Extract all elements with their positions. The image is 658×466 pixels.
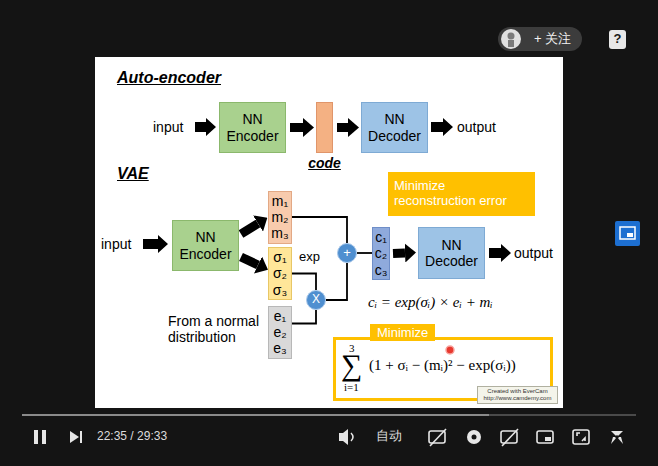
fullscreen-icon [611,431,623,444]
vector-entry: σ₃ [273,282,287,298]
box-label: NN Decoder [422,237,481,269]
signal-line [292,310,316,324]
block-arrow [241,224,258,235]
sum-lower-bound: i=1 [344,382,359,393]
encoder-box: NN Encoder [172,220,239,271]
block-arrow [393,249,405,259]
vector-entry: c₁ [375,229,387,245]
avatar-body [508,40,514,47]
sum-node: + [337,243,357,263]
operator-symbol: X [312,293,320,307]
side-button [615,221,640,246]
help-icon: ? [609,30,626,49]
watermark-text: http://www.camdemy.com [484,395,552,402]
follow-button: + 关注 [498,27,582,51]
io-label: output [514,245,553,261]
decoder-box: NN Decoder [418,227,485,279]
operator-symbol: + [343,246,351,261]
code-box: code [316,102,333,153]
note-text: From a normal distribution [168,313,266,345]
pip-icon [537,431,553,443]
settings-icon [467,430,481,444]
block-arrow [143,235,168,253]
box-label: NN Decoder [365,111,424,143]
sum-symbol: ∑ [341,350,362,380]
vector-entry: m₁ [272,193,288,209]
signal-line [357,252,372,254]
io-label: input [101,236,131,252]
progress-track [22,414,636,416]
vector-entry: c₂ [375,245,387,261]
avatar-face [501,29,521,49]
signal-line [326,263,347,300]
objective-text: Minimize reconstruction error [394,179,529,209]
signal-line [292,274,316,291]
danmaku-settings-icon [501,429,518,446]
kl-formula: (1 + σᵢ − (mᵢ)² − exp(σᵢ)) [369,358,516,373]
box-label: NN Encoder [223,111,282,143]
danmaku-off-icon [429,429,446,446]
section-heading: VAE [117,165,149,183]
vector-entry: m₂ [271,209,288,225]
mean-vector: m₁m₂m₃ [268,191,292,244]
web-fullscreen-icon [573,430,589,444]
formula: cᵢ = exp(σᵢ) × eᵢ + mᵢ [368,294,493,311]
noise-vector: e₁e₂e₃ [268,306,292,359]
decoder-box: NN Decoder [361,102,428,153]
button-label: + 关注 [534,32,571,47]
code-vector: c₁c₂c₃ [372,227,390,280]
volume-icon [339,429,353,445]
vector-entry: e₃ [273,340,287,356]
block-arrow [195,118,216,136]
objective-tag: Minimize [370,324,435,341]
slide [95,57,563,408]
pause-icon [34,430,46,444]
vector-entry: e₁ [274,308,287,324]
vector-entry: c₃ [375,262,388,278]
next-icon [70,431,82,443]
encoder-box: NN Encoder [219,102,286,153]
watermark-text: Created with EverCam [487,388,547,395]
block-arrow [290,123,303,132]
box-label: NN Encoder [176,229,235,261]
vector-entry: m₃ [271,225,288,241]
io-label: output [457,119,496,135]
sigma-vector: σ₁σ₂σ₃ [268,247,292,300]
watermark: Created with EverCamhttp://www.camdemy.c… [477,386,558,404]
vector-entry: e₂ [273,324,286,340]
laser-pointer [446,346,454,354]
avatar-icon [500,28,522,50]
signal-line [292,217,347,243]
time-display: 22:35 / 29:33 [97,430,167,444]
block-arrow [489,244,511,262]
io-label: input [153,119,183,135]
code-label: code [308,155,341,171]
progress-played [22,414,489,416]
section-heading: Auto-encoder [117,69,221,87]
block-arrow [337,123,348,132]
product-node: X [306,290,326,310]
vector-entry: σ₁ [273,249,286,265]
vector-entry: σ₂ [273,265,287,281]
block-arrow [241,257,258,265]
block-arrow [431,118,453,136]
icon-glyph: ? [614,32,622,47]
avatar-head [508,33,515,40]
edge-label: exp [297,250,322,264]
quality-label: 自动 [376,429,402,444]
objective-box: Minimize reconstruction error [388,172,535,216]
